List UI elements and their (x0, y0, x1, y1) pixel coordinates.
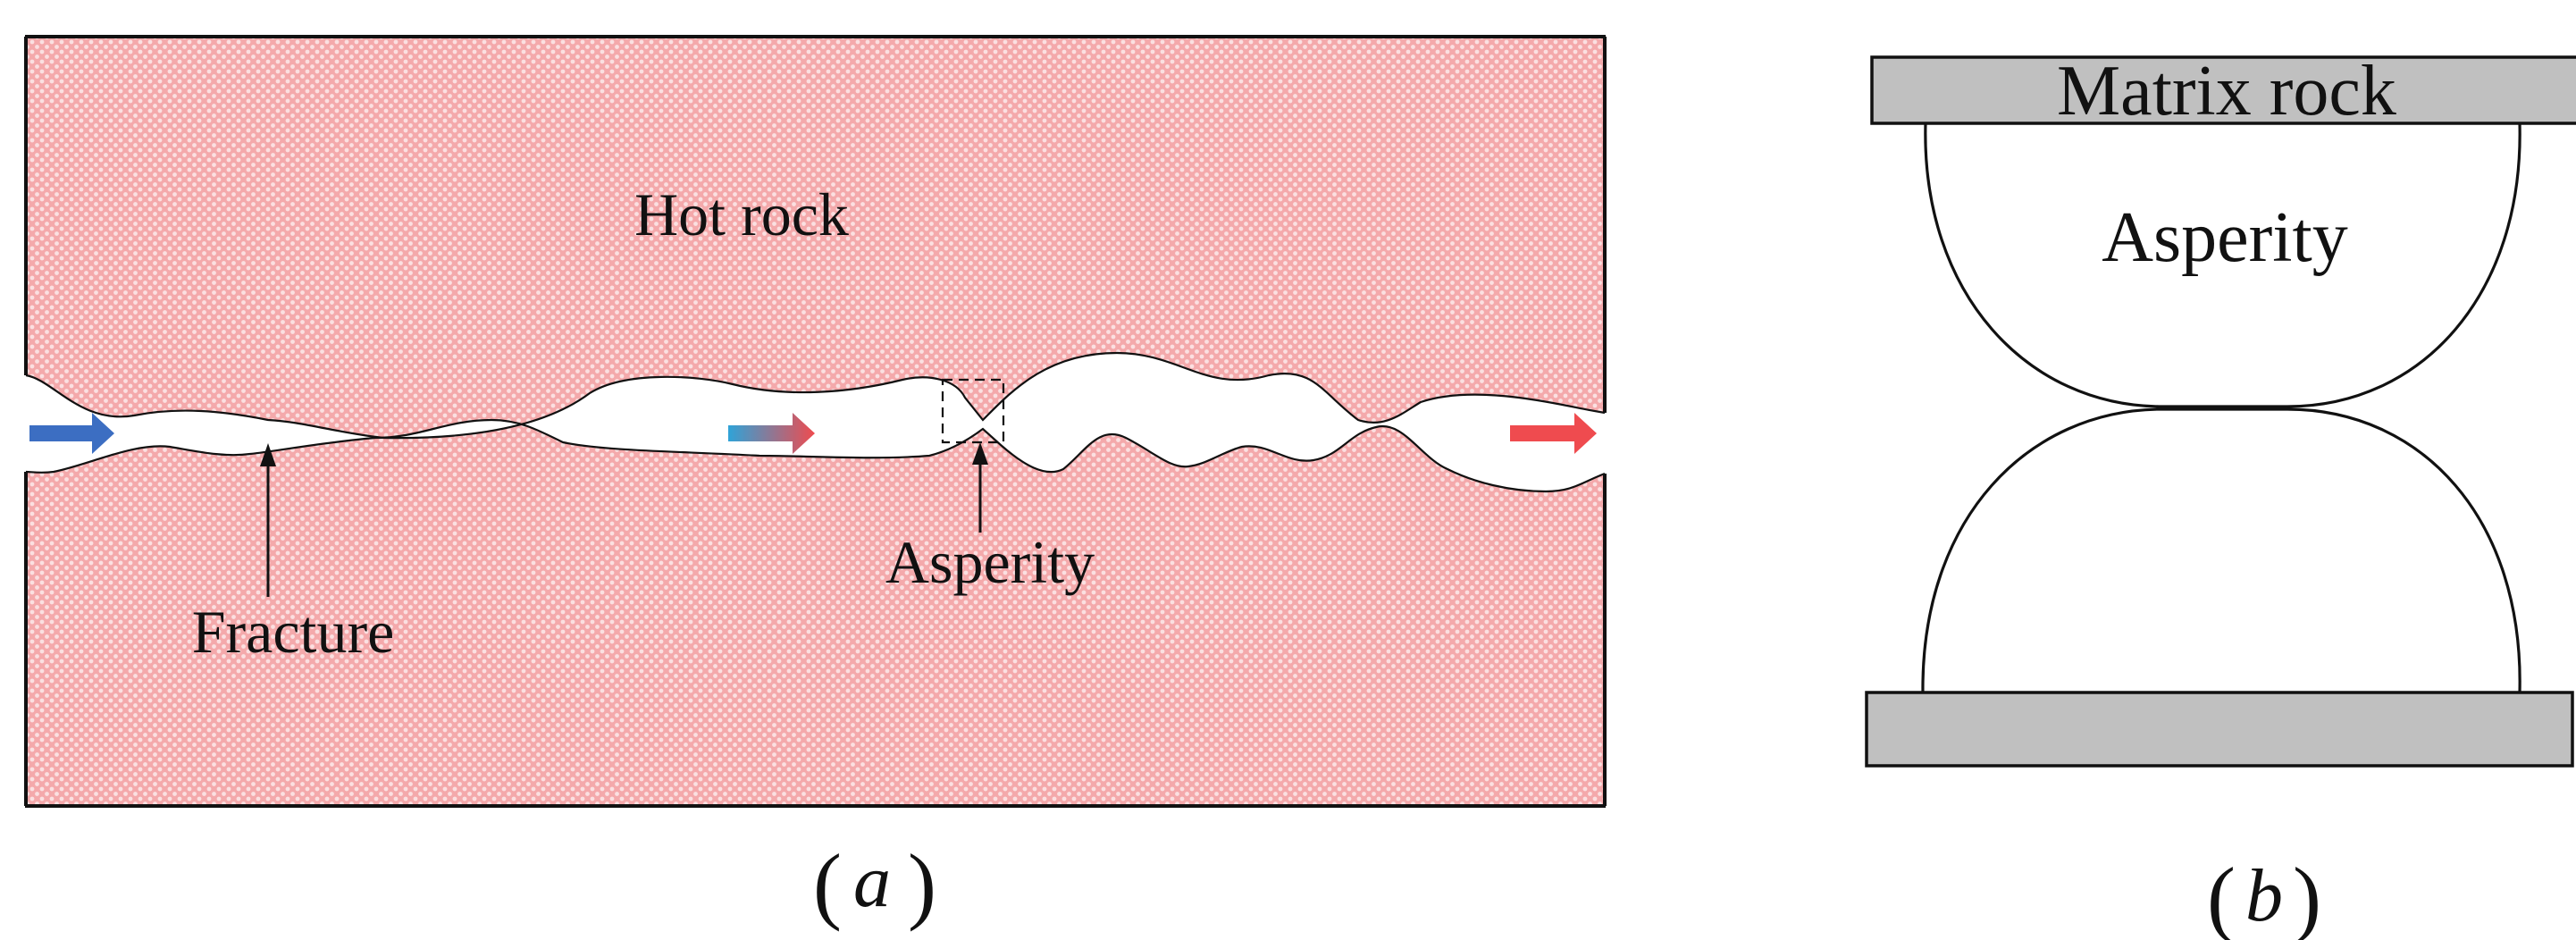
upper-matrix-plate (1870, 55, 2576, 125)
fracture-label: Fracture (192, 598, 395, 666)
fracture-channel (26, 353, 1605, 491)
caption-b-letter: b (2245, 854, 2283, 937)
fracture-lower-wall (25, 418, 1606, 493)
caption-b: ( b ) (2207, 850, 2321, 940)
caption-a: ( a ) (813, 836, 936, 932)
caption-a-open: ( (813, 836, 842, 932)
hot-rock-label: Hot rock (634, 180, 849, 248)
caption-a-close: ) (908, 836, 936, 932)
mixed-flow-arrow (728, 413, 815, 454)
asperity-pointer-arrow (972, 442, 988, 533)
asperity-label-a: Asperity (885, 528, 1095, 596)
caption-b-open: ( (2207, 850, 2236, 940)
matrix-rock-label: Matrix rock (2057, 52, 2396, 130)
asperity-highlight-box (941, 378, 1005, 444)
fracture-upper-wall (25, 351, 1606, 440)
hot-outflow-arrow (1510, 413, 1597, 454)
lower-matrix-plate (1865, 691, 2574, 768)
fracture-pointer-arrow (260, 443, 276, 597)
asperity-label-b: Asperity (2102, 198, 2348, 277)
lower-asperity-dome (1921, 407, 2521, 693)
panel-b: Matrix rock Asperity ( b ) (1865, 52, 2576, 940)
cold-inflow-arrow (29, 413, 114, 454)
caption-b-close: ) (2293, 850, 2321, 940)
caption-a-letter: a (853, 840, 891, 923)
panel-a: Hot rock Fracture Asperity ( a ) (24, 35, 1607, 932)
